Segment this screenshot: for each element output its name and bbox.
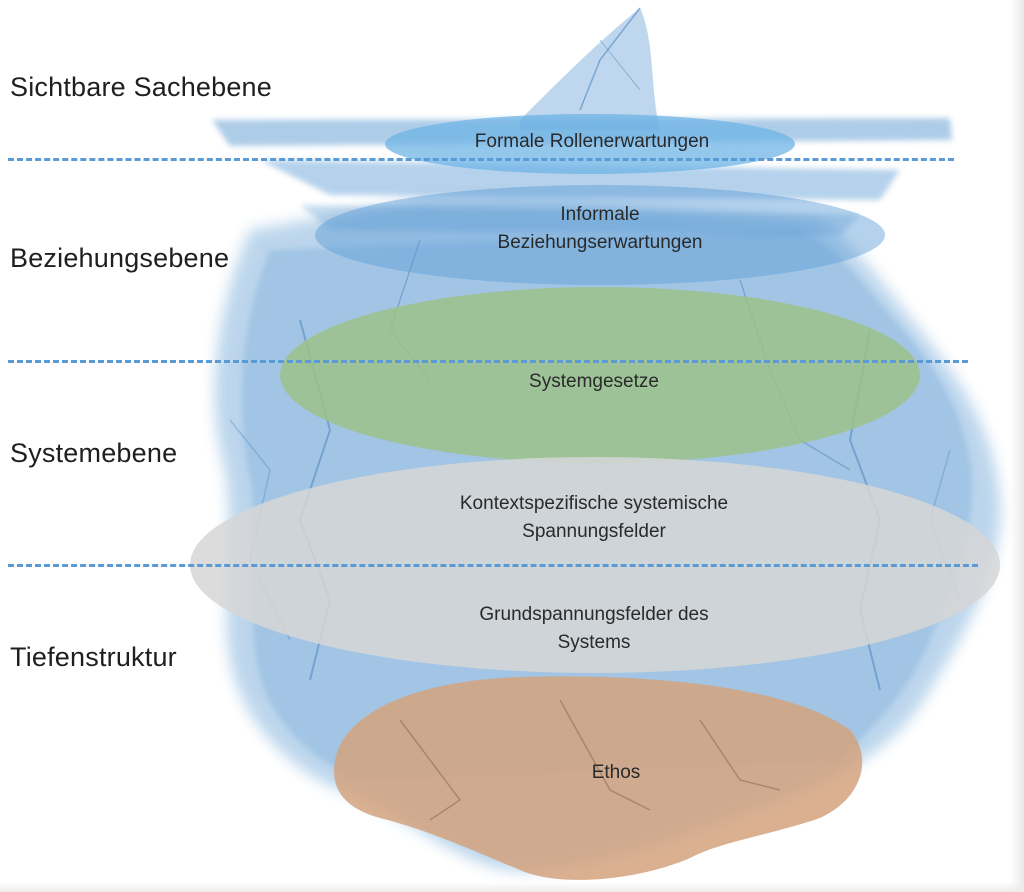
level-label-tiefe: Tiefenstruktur	[10, 642, 177, 672]
divider-line-1	[8, 158, 954, 161]
zone-label-kontext-line1: Kontextspezifische systemische	[459, 493, 729, 514]
zone-label-formal-text: Formale Rollenerwartungen	[474, 131, 710, 152]
zone-label-kontext: Kontextspezifische systemische Spannungs…	[460, 490, 728, 546]
zone-label-grund: Grundspannungsfelder des Systems	[479, 601, 708, 657]
level-label-system: Systemebene	[10, 438, 178, 468]
zone-label-informal: Informale Beziehungserwartungen	[498, 201, 703, 257]
zone-label-systemgesetze-text: Systemgesetze	[529, 371, 659, 392]
level-label-beziehung: Beziehungsebene	[10, 243, 230, 273]
informal-ellipse	[315, 185, 885, 285]
divider-line-2	[8, 360, 968, 363]
zone-label-informal-line1: Informale	[560, 204, 640, 225]
divider-line-3	[8, 564, 978, 567]
zone-label-formal: Formale Rollenerwartungen	[475, 128, 709, 156]
zone-label-systemgesetze: Systemgesetze	[529, 368, 659, 396]
frame-edge-right	[1010, 0, 1024, 892]
ethos-shape	[334, 676, 863, 880]
iceberg-tip	[520, 7, 660, 130]
zone-label-informal-line2: Beziehungserwartungen	[497, 232, 703, 253]
zone-label-ethos: Ethos	[592, 759, 641, 787]
ethos-streaks	[399, 699, 781, 821]
zone-label-grund-line2: Systems	[557, 632, 631, 653]
zone-label-kontext-line2: Spannungsfelder	[522, 521, 666, 542]
frame-edge-bottom	[0, 882, 1024, 892]
systemgesetze-ellipse	[280, 287, 920, 463]
zone-label-ethos-text: Ethos	[591, 762, 641, 783]
level-label-sichtbar: Sichtbare Sachebene	[10, 72, 272, 102]
zone-label-grund-line1: Grundspannungsfelder des	[479, 604, 709, 625]
